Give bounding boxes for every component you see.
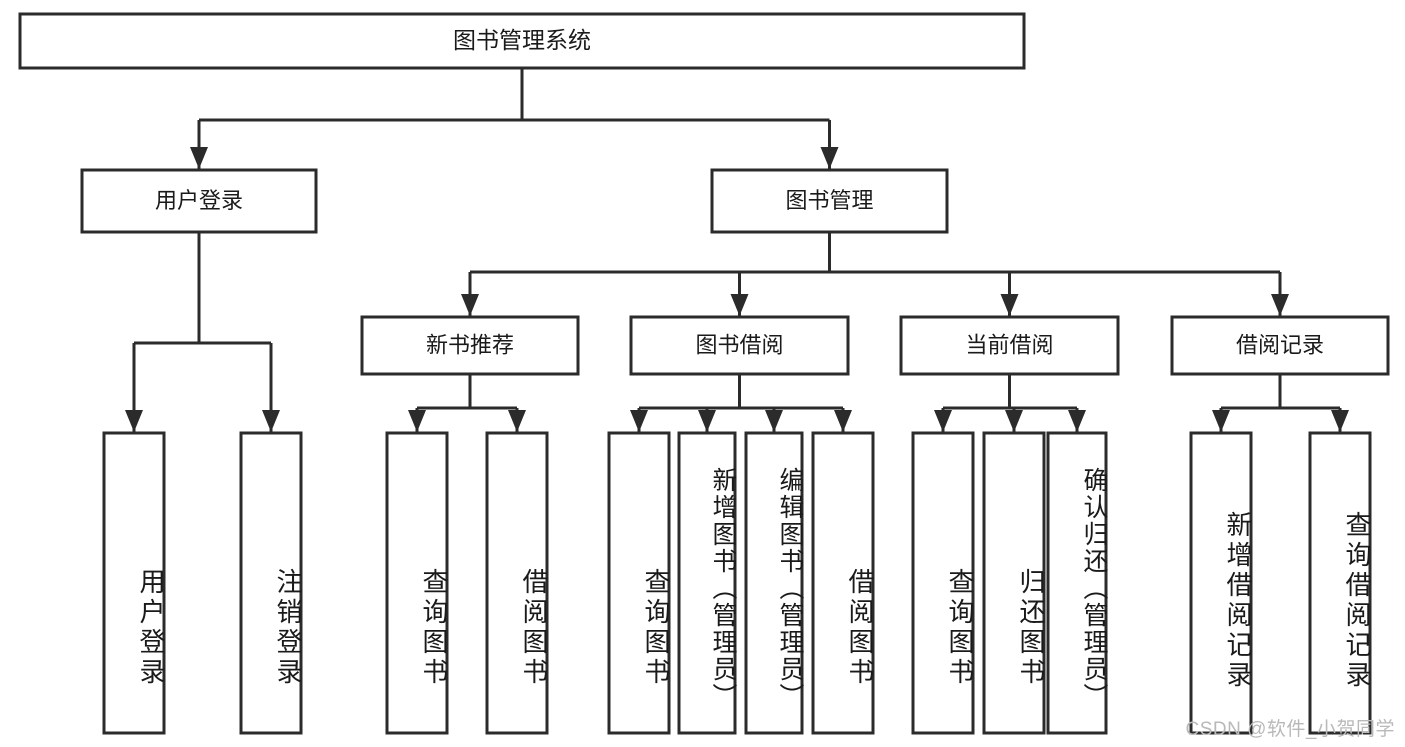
connector-layer	[125, 68, 1349, 432]
node-box-book-borrow[interactable]	[629, 315, 850, 376]
arrow-head	[508, 410, 526, 432]
arrow-head	[1000, 294, 1019, 316]
node-box-leaf-borrow-book-2[interactable]	[811, 431, 875, 735]
arrow-head	[262, 410, 280, 432]
node-box-current-borrow[interactable]	[899, 315, 1120, 376]
node-box-leaf-return-book[interactable]	[982, 431, 1046, 735]
arrow-head	[408, 410, 426, 432]
arrow-head	[125, 410, 143, 432]
arrow-head	[834, 410, 852, 432]
node-box-leaf-query-book-3[interactable]	[911, 431, 975, 735]
node-label-borrow-record: 借阅记录	[1236, 332, 1324, 357]
arrow-head	[1068, 410, 1086, 432]
node-box-leaf-query-borrow-record[interactable]	[1308, 431, 1372, 735]
arrow-head	[461, 294, 479, 316]
node-box-leaf-user-login[interactable]	[102, 431, 166, 735]
node-box-leaf-query-book-2[interactable]	[607, 431, 671, 735]
arrow-head	[1212, 410, 1230, 432]
arrow-head	[190, 147, 208, 169]
node-box-book-manage[interactable]	[710, 168, 949, 234]
arrow-head	[698, 410, 716, 432]
node-box-leaf-query-book-1[interactable]	[385, 431, 449, 735]
node-label-current-borrow: 当前借阅	[965, 332, 1053, 357]
arrow-head	[630, 410, 648, 432]
node-box-borrow-record[interactable]	[1170, 315, 1390, 376]
node-box-leaf-logout[interactable]	[239, 431, 303, 735]
node-box-leaf-edit-book-admin[interactable]	[744, 431, 804, 735]
node-box-leaf-add-borrow-record[interactable]	[1189, 431, 1253, 735]
arrow-head	[934, 410, 952, 432]
box-layer	[18, 12, 1390, 735]
node-label-book-borrow: 图书借阅	[695, 332, 783, 357]
node-label-book-manage: 图书管理	[785, 188, 873, 213]
arrow-head	[1271, 294, 1289, 316]
node-label-user-login: 用户登录	[155, 188, 243, 213]
arrow-head	[730, 294, 749, 316]
node-box-leaf-borrow-book-1[interactable]	[485, 431, 549, 735]
node-label-new-book-recommend: 新书推荐	[426, 332, 514, 357]
arrow-head	[1331, 410, 1349, 432]
node-box-new-book-recommend[interactable]	[360, 315, 580, 376]
node-box-leaf-confirm-return-admin[interactable]	[1046, 431, 1108, 735]
arrow-head	[820, 147, 839, 169]
arrow-head	[1005, 410, 1023, 432]
watermark: CSDN @软件_小贺同学	[1185, 719, 1395, 740]
node-label-root: 图书管理系统	[453, 27, 591, 53]
node-box-user-login[interactable]	[80, 168, 318, 234]
node-box-leaf-add-book-admin[interactable]	[677, 431, 737, 735]
node-box-root[interactable]	[18, 12, 1026, 70]
arrow-head	[765, 410, 783, 432]
